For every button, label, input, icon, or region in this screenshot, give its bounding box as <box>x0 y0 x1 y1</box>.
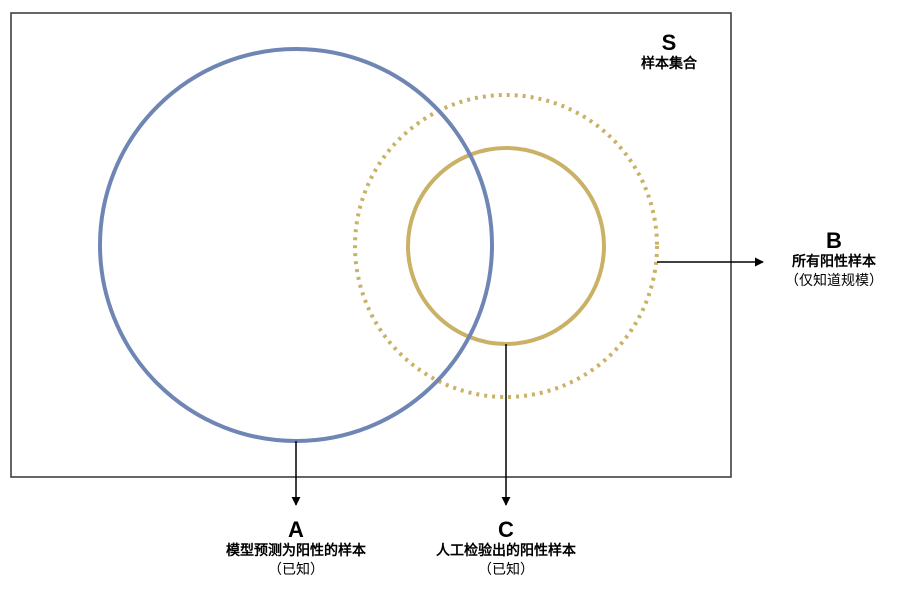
universe-label: S 样本集合 <box>641 31 697 74</box>
set-a-circle <box>98 47 494 443</box>
universe-frame <box>10 12 732 478</box>
set-b-label: B 所有阳性样本 （仅知道规模） <box>785 229 883 291</box>
set-b-note: （仅知道规模） <box>785 273 883 289</box>
set-b-circle <box>353 93 659 399</box>
set-c-circle <box>406 146 606 346</box>
set-a-title: 模型预测为阳性的样本 <box>226 543 366 559</box>
set-c-letter: C <box>498 517 514 542</box>
set-c-note: （已知） <box>478 562 534 578</box>
set-c-label: C 人工检验出的阳性样本 （已知） <box>436 518 576 580</box>
set-a-label: A 模型预测为阳性的样本 （已知） <box>226 518 366 580</box>
set-a-letter: A <box>288 517 304 542</box>
universe-title: 样本集合 <box>641 56 697 72</box>
set-b-title: 所有阳性样本 <box>792 254 876 270</box>
set-a-note: （已知） <box>268 562 324 578</box>
set-b-letter: B <box>826 228 842 253</box>
set-c-title: 人工检验出的阳性样本 <box>436 543 576 559</box>
universe-letter: S <box>661 30 677 55</box>
